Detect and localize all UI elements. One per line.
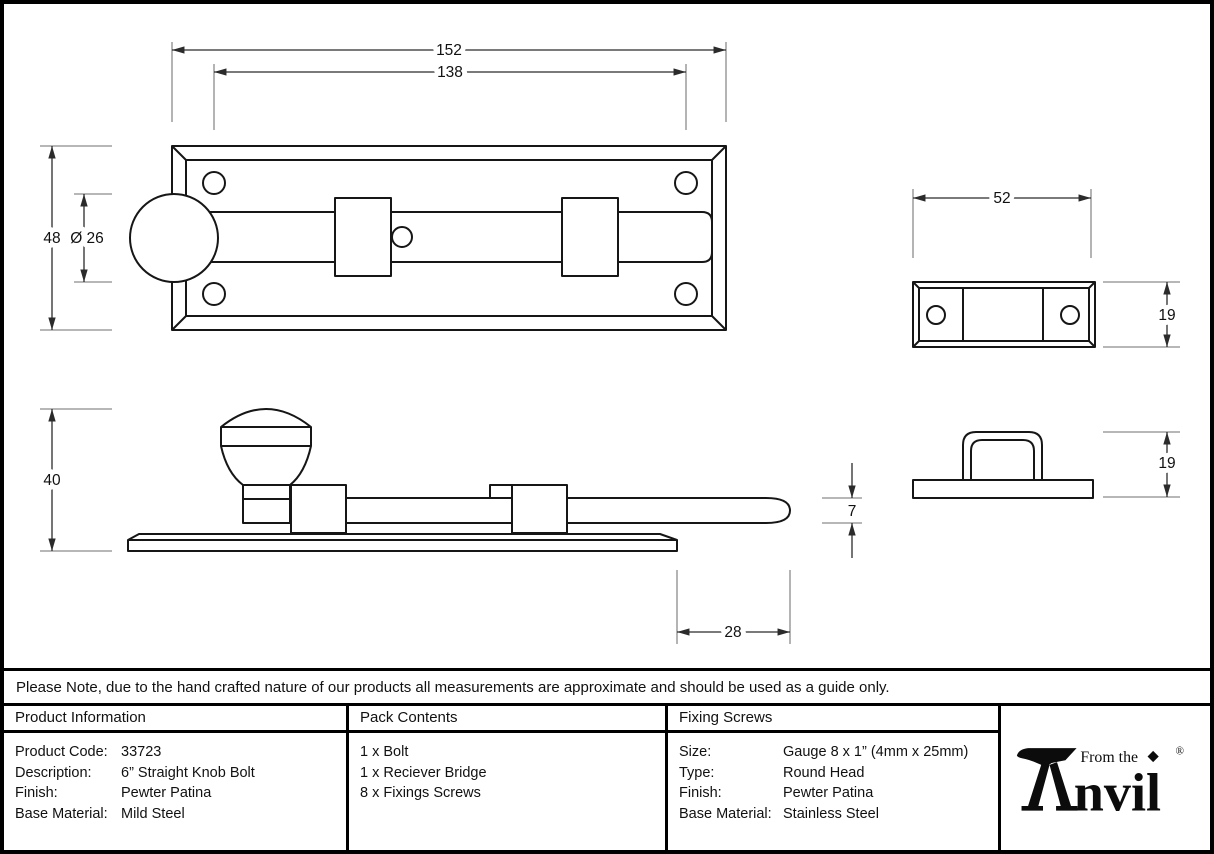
guide-block-plan-2 [561, 197, 619, 277]
knob-side [220, 408, 312, 486]
bridge-loop-outer [962, 431, 1043, 480]
dim-label-keep-plan-height: 19 [1158, 307, 1175, 324]
table-row: Finish: Pewter Patina [15, 783, 335, 804]
row-value: Round Head [783, 764, 865, 781]
table-row: Base Material: Mild Steel [15, 804, 335, 825]
screw-hole [674, 171, 698, 195]
bridge-side-view: 19 [912, 431, 1181, 499]
dim-plate-length: 152 [171, 37, 727, 122]
dim-label-knob-diameter: Ø 26 [70, 230, 104, 247]
bolt-rod-plan [209, 211, 713, 263]
bolt-side-view: 40 7 28 [38, 408, 862, 646]
row-value: Mild Steel [121, 805, 185, 822]
anvil-a-icon [1016, 748, 1078, 811]
logo-prefix: From the [1080, 749, 1138, 766]
screw-hole [202, 282, 226, 306]
bridge-plate-bevel [918, 287, 1090, 342]
row-label: Description: [15, 764, 92, 781]
guide-block-side-2 [511, 484, 568, 534]
dim-knob-diameter: Ø 26 [65, 193, 112, 283]
screw-hole [926, 305, 946, 325]
dim-keep-width: 52 [912, 185, 1092, 258]
dim-keep-plan-height: 19 [1103, 281, 1181, 348]
row-label: Base Material: [15, 805, 108, 822]
knob-plan [129, 193, 219, 283]
bridge-plan-view: 52 19 [912, 185, 1181, 348]
product-information-cell: Product Information Product Code: 33723 … [4, 706, 346, 850]
screw-hole [1060, 305, 1080, 325]
dim-hole-spacing: 138 [213, 59, 687, 130]
row-value: Stainless Steel [783, 805, 879, 822]
screw-hole [674, 282, 698, 306]
dim-label-hole-spacing: 138 [437, 64, 463, 81]
brand-logo-cell: From the nvil ® [998, 706, 1210, 850]
row-value: Gauge 8 x 1” (4mm x 25mm) [783, 744, 969, 760]
logo-brand-text: nvil [1073, 763, 1160, 817]
table-row: Finish: Pewter Patina [679, 783, 987, 804]
dim-keep-side-height: 19 [1103, 431, 1181, 498]
rod-pin-hole [391, 226, 413, 248]
row-label: Product Code: [15, 744, 108, 760]
row-label: Finish: [15, 785, 58, 801]
row-value: Pewter Patina [783, 785, 874, 801]
guide-block-plan-1 [334, 197, 392, 277]
row-value: Pewter Patina [121, 785, 212, 801]
dim-label-bolt-height: 40 [43, 472, 61, 489]
bridge-bevel-corners [912, 281, 1096, 348]
table-row: Product Code: 33723 [15, 742, 335, 763]
bolt-plan-view: 152 138 48 Ø 26 [38, 37, 727, 331]
registered-mark: ® [1175, 746, 1184, 758]
pack-contents-item: 8 x Fixings Screws [360, 785, 481, 801]
table-row: Base Material: Stainless Steel [679, 804, 987, 825]
row-label: Size: [679, 744, 712, 760]
dim-label-throw: 28 [724, 624, 741, 641]
from-the-anvil-logo: From the nvil ® [1016, 746, 1184, 817]
bridge-base-side [912, 479, 1094, 499]
pack-contents-header: Pack Contents [349, 706, 665, 733]
row-value: 33723 [121, 744, 162, 760]
dim-rod-diameter: 7 [822, 463, 862, 558]
diamond-icon [1147, 750, 1159, 763]
measurement-note-text: Please Note, due to the hand crafted nat… [16, 678, 890, 696]
table-row: Description: 6” Straight Knob Bolt [15, 763, 335, 784]
dim-label-plate-length: 152 [436, 42, 462, 59]
info-table: Product Information Product Code: 33723 … [4, 706, 1210, 850]
dim-label-rod-diameter: 7 [848, 503, 857, 520]
bevel-corner-lines [171, 145, 727, 331]
pack-contents-item: 1 x Reciever Bridge [360, 764, 487, 781]
row-label: Type: [679, 764, 715, 781]
fixing-screws-header: Fixing Screws [668, 706, 998, 733]
guide-block-side-1 [290, 484, 347, 534]
dim-label-plate-width: 48 [43, 230, 60, 247]
row-label: Base Material: [679, 805, 772, 822]
table-row: Size: Gauge 8 x 1” (4mm x 25mm) [679, 742, 987, 763]
bridge-loop-inner [970, 439, 1035, 480]
screw-hole [202, 171, 226, 195]
pack-contents-cell: Pack Contents 1 x Bolt 1 x Reciever Brid… [346, 706, 665, 850]
knob-stem [242, 484, 291, 524]
technical-drawing: 152 138 48 Ø 26 [38, 37, 1181, 646]
dim-bolt-height: 40 [38, 408, 112, 552]
product-information-header: Product Information [4, 706, 346, 733]
fixing-screws-cell: Fixing Screws Size: Gauge 8 x 1” (4mm x … [665, 706, 998, 850]
dim-throw: 28 [676, 570, 791, 646]
guide-tab-side [489, 484, 513, 499]
dim-label-keep-side-height: 19 [1158, 455, 1175, 472]
measurement-note: Please Note, due to the hand crafted nat… [4, 668, 1210, 706]
table-row: Type: Round Head [679, 763, 987, 784]
backplate-side [127, 533, 678, 552]
row-label: Finish: [679, 785, 722, 801]
dim-label-keep-width: 52 [993, 190, 1010, 207]
row-value: 6” Straight Knob Bolt [121, 764, 255, 781]
pack-contents-item: 1 x Bolt [360, 744, 409, 760]
